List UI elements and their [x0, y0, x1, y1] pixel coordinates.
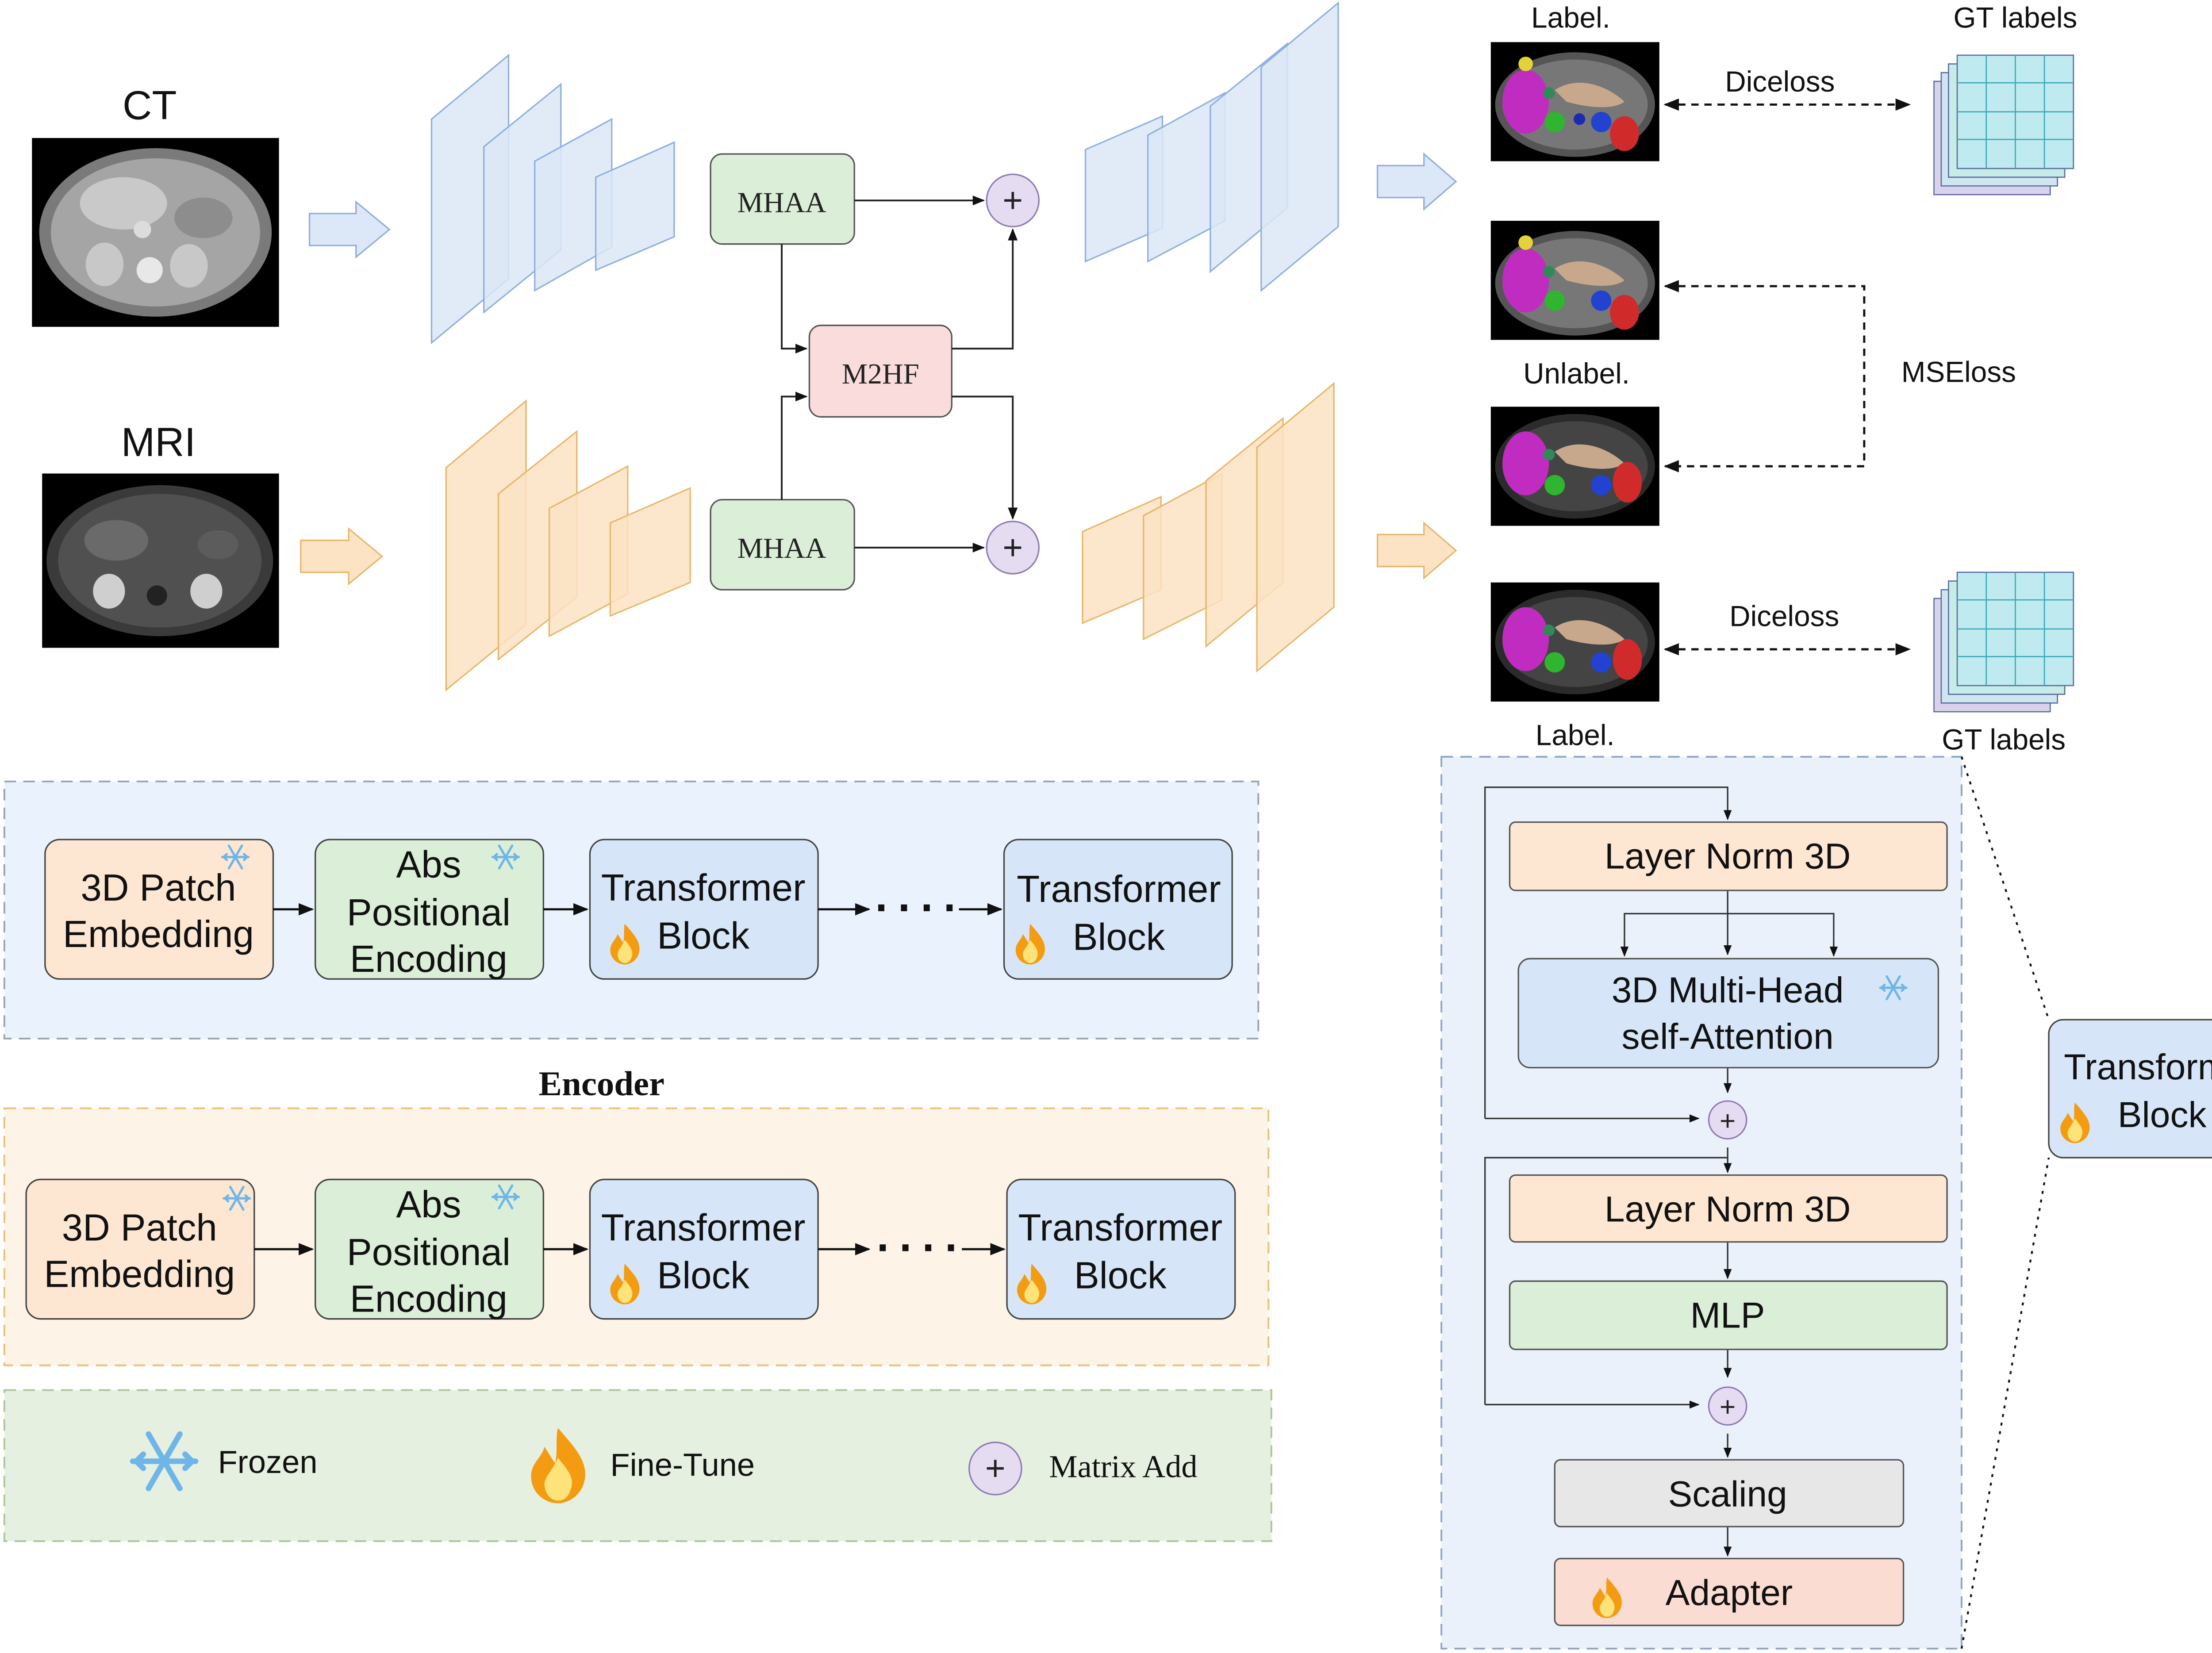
encoder-ct-row: 3D Patch Embedding Abs Positional Encodi…: [44, 839, 1233, 980]
seg-mri-unlabel-image: [1490, 407, 1659, 526]
mri-tb1-line1: Transformer: [601, 1207, 806, 1249]
mri-tb2-line2: Block: [1074, 1255, 1167, 1297]
mhaa-bottom-label: MHAA: [737, 532, 826, 564]
mlp-box: [1509, 1280, 1948, 1350]
mri-abs-line1: Abs: [396, 1184, 461, 1226]
tb-add-node-1: [1708, 1100, 1747, 1140]
ct-dots: ····: [870, 886, 961, 930]
gt-labels-bottom-text: GT labels: [1942, 723, 2066, 756]
ct-tb1-line1: Transformer: [601, 867, 806, 909]
ct-output-arrow: [1376, 152, 1457, 211]
side-tb-line2: Block: [2118, 1095, 2207, 1135]
ct-encoder-stack: [430, 54, 675, 345]
scaling-box: [1554, 1459, 1905, 1527]
ct-scan-image: [32, 138, 279, 327]
ct-decoder-stack: [1084, 1, 1339, 292]
side-tb-line1: Transformer: [2064, 1047, 2212, 1087]
layer-norm-2-label: Layer Norm 3D: [1605, 1189, 1851, 1230]
add-node-bottom: [986, 521, 1040, 575]
tb-add-node-2: [1708, 1386, 1747, 1426]
legend-add-glyph: +: [985, 1449, 1006, 1488]
legend-finetune-label: Fine-Tune: [610, 1447, 755, 1483]
encoder-title: Encoder: [538, 1065, 664, 1103]
adapter-label: Adapter: [1666, 1573, 1793, 1613]
seg-ct-label-image: [1490, 42, 1659, 161]
diceloss-bottom-text: Diceloss: [1729, 600, 1839, 632]
legend-panel: [3, 1389, 1272, 1542]
ct-abs-line1: Abs: [396, 844, 461, 886]
unlabel-text: Unlabel.: [1523, 357, 1630, 390]
mri-patch-line2: Embedding: [44, 1253, 235, 1295]
seg-ct-pseudo-image: [1490, 221, 1659, 340]
gt-labels-grid-bottom: [1933, 571, 2074, 713]
zoom-lines: [1960, 756, 2050, 1649]
mri-label: MRI: [121, 420, 196, 465]
pipeline-connectors: [781, 196, 1018, 553]
mri-output-arrow: [1376, 521, 1457, 580]
layer-norm-1-box: [1509, 821, 1948, 891]
mri-tb1-line2: Block: [657, 1255, 749, 1297]
m2hf-box: [808, 324, 952, 418]
ct-patch-line1: 3D Patch: [81, 867, 236, 909]
tb-add-2-glyph: +: [1720, 1392, 1736, 1423]
mri-decoder-stack: [1082, 382, 1335, 673]
mseloss-text: MSEloss: [1901, 356, 2016, 388]
mri-encoder-stack: [445, 399, 691, 692]
m2hf-label: M2HF: [842, 358, 919, 390]
mri-input-arrow: [300, 527, 384, 586]
mri-abs-line2: Positional: [347, 1231, 511, 1273]
scaling-label: Scaling: [1668, 1474, 1787, 1514]
mhaa-top-label: MHAA: [737, 186, 826, 219]
add-bottom-glyph: +: [1002, 528, 1023, 567]
add-node-top: [986, 173, 1040, 227]
ct-tb2-line1: Transformer: [1017, 868, 1221, 910]
mlp-label: MLP: [1690, 1295, 1765, 1335]
ct-input-arrow: [308, 200, 391, 259]
layer-norm-1-label: Layer Norm 3D: [1605, 836, 1851, 877]
attention-line2: self-Attention: [1622, 1016, 1834, 1057]
gt-labels-top-text: GT labels: [1954, 1, 2078, 34]
mri-abs-line3: Encoding: [350, 1278, 507, 1320]
encoder-mri-row: 3D Patch Embedding Abs Positional Encodi…: [25, 1178, 1236, 1320]
attention-line1: 3D Multi-Head: [1612, 970, 1844, 1010]
tb-add-1-glyph: +: [1720, 1106, 1736, 1136]
legend-matrix-add-label: Matrix Add: [1049, 1449, 1197, 1484]
loss-connectors: [1663, 98, 1911, 656]
mri-scan-image: [42, 473, 279, 648]
legend-add-icon: [968, 1442, 1022, 1496]
layer-norm-2-box: [1509, 1174, 1948, 1243]
label-top-text: Label.: [1531, 1, 1610, 34]
mri-tb2-line1: Transformer: [1018, 1207, 1222, 1249]
attention-box: [1517, 958, 1939, 1069]
side-transformer-block: [2048, 1019, 2212, 1158]
diceloss-top-text: Diceloss: [1725, 65, 1835, 98]
tb-detail-connectors: [1484, 786, 1838, 1557]
ct-tb2-line2: Block: [1073, 917, 1165, 959]
label-bottom-text: Label.: [1536, 719, 1615, 752]
seg-mri-label-image: [1490, 582, 1659, 702]
ct-label: CT: [123, 83, 177, 128]
ct-abs-line3: Encoding: [350, 938, 507, 980]
legend-frozen-label: Frozen: [218, 1445, 318, 1480]
add-top-glyph: +: [1002, 180, 1023, 219]
adapter-box: [1554, 1557, 1905, 1626]
mri-patch-line1: 3D Patch: [62, 1207, 217, 1249]
gt-labels-grid-top: [1933, 54, 2074, 196]
ct-abs-line2: Positional: [347, 892, 511, 934]
ct-tb1-line2: Block: [657, 915, 749, 957]
mri-dots: ····: [872, 1226, 963, 1270]
ct-patch-line2: Embedding: [63, 913, 254, 955]
